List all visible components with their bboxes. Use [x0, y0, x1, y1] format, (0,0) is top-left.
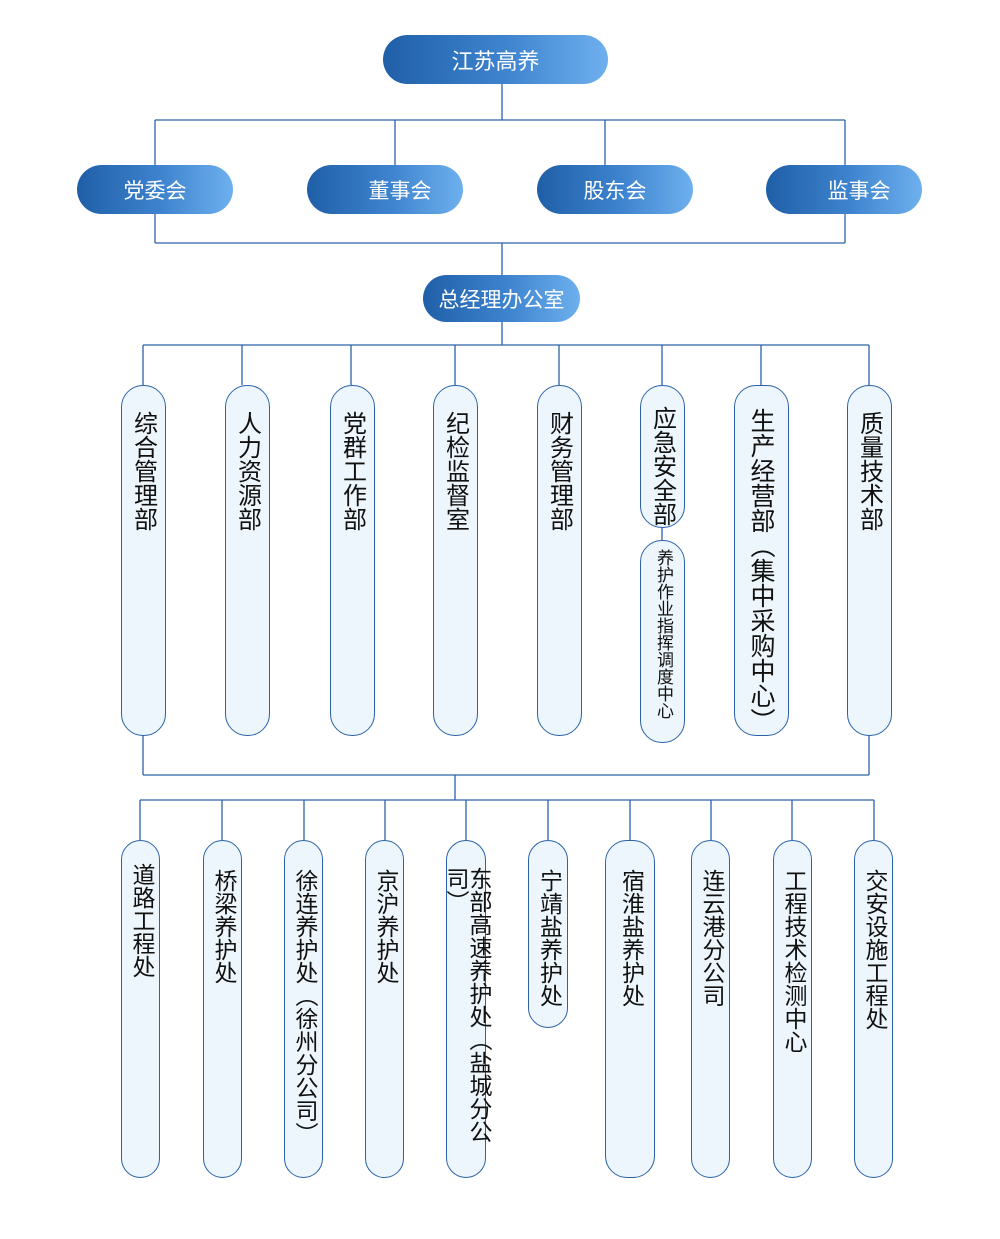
branch-label: 宿淮盐养护处 — [617, 869, 644, 1007]
node-party-committee: 党委会 — [77, 165, 233, 214]
dept-party-affairs: 党群工作部 — [330, 385, 375, 736]
dept-label: 党群工作部 — [338, 411, 367, 531]
dept-label: 综合管理部 — [129, 411, 158, 531]
dept-label: 纪检监督室 — [441, 411, 470, 531]
branch-engineering-testing-center: 工程技术检测中心 — [773, 840, 812, 1178]
node-board-of-directors: 董事会 — [307, 165, 463, 214]
branch-label: 徐连养护处（徐州分公司） — [291, 869, 317, 1145]
dept-label: 应急安全部 — [648, 406, 677, 526]
dept-label: 生产经营部（集中采购中心） — [747, 408, 776, 733]
branch-lianyungang-company: 连云港分公司 — [691, 840, 730, 1178]
branch-eastern-expressway-maintenance: 东部高速养护处（盐城分公司） — [442, 840, 491, 1178]
dept-emergency-safety: 应急安全部 — [640, 385, 685, 528]
branch-xulian-maintenance: 徐连养护处（徐州分公司） — [284, 840, 323, 1178]
branch-label: 桥梁养护处 — [210, 869, 236, 984]
branch-label: 道路工程处 — [128, 863, 154, 978]
dept-label: 财务管理部 — [545, 411, 574, 531]
node-general-manager-office: 总经理办公室 — [423, 275, 580, 322]
branch-bridge-maintenance: 桥梁养护处 — [203, 840, 242, 1178]
dept-general-management: 综合管理部 — [121, 385, 166, 736]
sub-center-label: 养护作业指挥调度中心 — [653, 549, 673, 719]
dept-label: 质量技术部 — [855, 411, 884, 531]
branch-label: 东部高速养护处（盐城分公司） — [442, 867, 491, 1143]
dept-human-resources: 人力资源部 — [225, 385, 270, 736]
dept-production-operations: 生产经营部（集中采购中心） — [734, 385, 789, 736]
branch-suhuaiyan-maintenance: 宿淮盐养护处 — [605, 840, 655, 1178]
sub-dispatch-center: 养护作业指挥调度中心 — [640, 540, 685, 743]
node-shareholders-meeting: 股东会 — [537, 165, 693, 214]
dept-quality-technology: 质量技术部 — [847, 385, 892, 736]
root-node: 江苏高养 — [383, 35, 608, 84]
branch-jinghu-maintenance: 京沪养护处 — [365, 840, 404, 1178]
dept-discipline-inspection: 纪检监督室 — [433, 385, 478, 736]
branch-traffic-safety-facilities: 交安设施工程处 — [854, 840, 893, 1178]
branch-label: 工程技术检测中心 — [780, 869, 806, 1053]
branch-label: 交安设施工程处 — [861, 869, 887, 1030]
branch-road-engineering: 道路工程处 — [121, 840, 160, 1178]
branch-ningjingyan-maintenance: 宁靖盐养护处 — [528, 840, 568, 1028]
branch-label: 京沪养护处 — [372, 869, 398, 984]
branch-label: 宁靖盐养护处 — [535, 869, 562, 1007]
dept-finance: 财务管理部 — [537, 385, 582, 736]
dept-label: 人力资源部 — [233, 411, 262, 531]
node-supervisory-board: 监事会 — [766, 165, 922, 214]
branch-label: 连云港分公司 — [698, 869, 724, 1007]
